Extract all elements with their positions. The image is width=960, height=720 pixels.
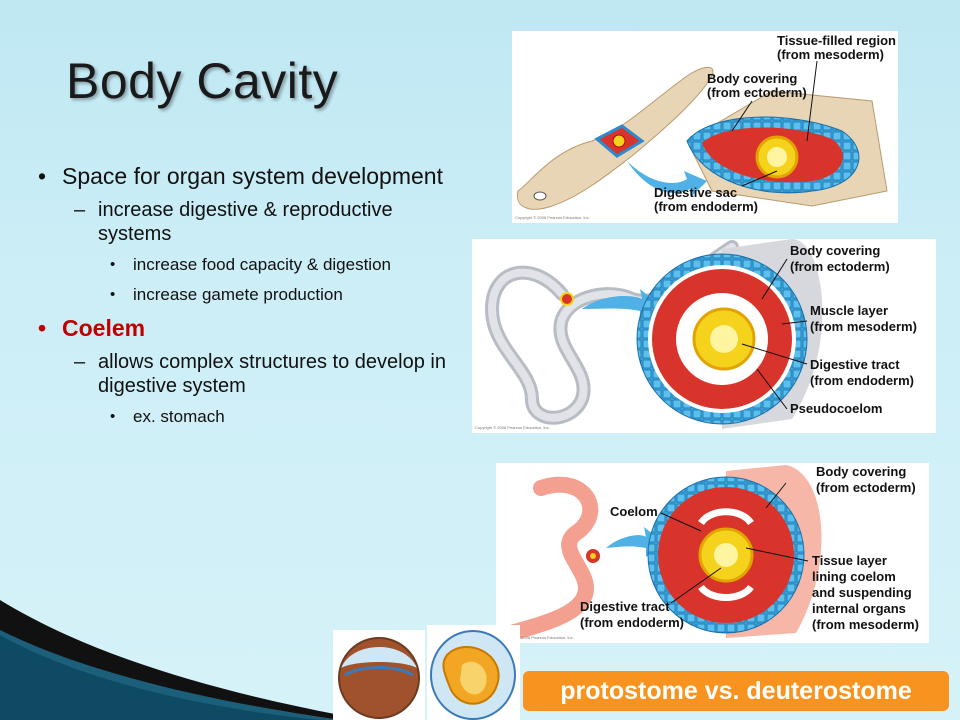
label-coelom: Coelom [610,504,658,519]
label-digestive-tract: Digestive tract [810,357,900,372]
copyright-text: Copyright © 2008 Pearson Education, Inc. [475,425,550,430]
copyright-text: Copyright © 2008 Pearson Education, Inc. [499,635,574,640]
label-body-covering: Body covering [707,71,797,86]
label-tissue-layer-2: lining coelom [812,569,896,584]
slide-title: Body Cavity [66,53,339,109]
figure-acoelomate: Tissue-filled region (from mesoderm) Bod… [512,31,898,223]
bullet-text: ex. stomach [133,407,225,426]
bullet-level3: •increase gamete production [110,285,343,304]
label-muscle-layer: Muscle layer [810,303,888,318]
bullet-text: Coelem [62,315,146,341]
label-body-covering-sub: (from ectoderm) [707,85,807,100]
label-body-covering-sub: (from ectoderm) [790,259,890,274]
label-tissue-region-sub: (from mesoderm) [777,47,884,62]
label-tissue-layer-5: (from mesoderm) [812,617,919,632]
bullet-text: Space for organ system development [62,163,443,189]
label-body-covering: Body covering [790,243,880,258]
copyright-text: Copyright © 2008 Pearson Education, Inc. [515,215,590,220]
bullet-text: increase food capacity & digestion [133,255,391,274]
bullet-level1: •Space for organ system development [38,163,443,189]
label-body-covering: Body covering [816,464,906,479]
embryo-protostome-image [333,630,425,720]
label-muscle-layer-sub: (from mesoderm) [810,319,917,334]
bullet-level2: –allows complex structures to develop in… [74,351,446,397]
bullet-level3: •ex. stomach [110,407,225,426]
label-digestive-tract-sub: (from endoderm) [580,615,684,630]
decorative-swoosh [0,600,340,720]
bullet-text: allows complex structures to develop in … [98,351,446,397]
bullet-text: increase gamete production [133,285,343,304]
label-tissue-layer-3: and suspending [812,585,912,600]
figure-coelomate: Body covering (from ectoderm) Coelom Tis… [496,463,929,643]
bullet-text: increase digestive & reproductive system… [98,199,393,245]
label-tissue-layer-1: Tissue layer [812,553,887,568]
bullet-level2: –increase digestive & reproductive syste… [74,199,393,245]
label-digestive-sac: Digestive sac [654,185,737,200]
label-tissue-layer-4: internal organs [812,601,906,616]
bullet-level3: •increase food capacity & digestion [110,255,391,274]
label-tissue-region: Tissue-filled region [777,33,896,48]
embryo-deuterostome-image [427,625,520,720]
label-pseudocoelom: Pseudocoelom [790,401,882,416]
protostome-deuterostome-label: protostome vs. deuterostome [523,671,949,711]
label-digestive-sac-sub: (from endoderm) [654,199,758,214]
bullet-list: •Space for organ system development –inc… [38,162,448,436]
bullet-level1-highlight: •Coelem [38,315,146,341]
figure-pseudocoelomate: Body covering (from ectoderm) Muscle lay… [472,239,936,433]
label-body-covering-sub: (from ectoderm) [816,480,916,495]
label-digestive-tract-sub: (from endoderm) [810,373,914,388]
label-digestive-tract: Digestive tract [580,599,670,614]
